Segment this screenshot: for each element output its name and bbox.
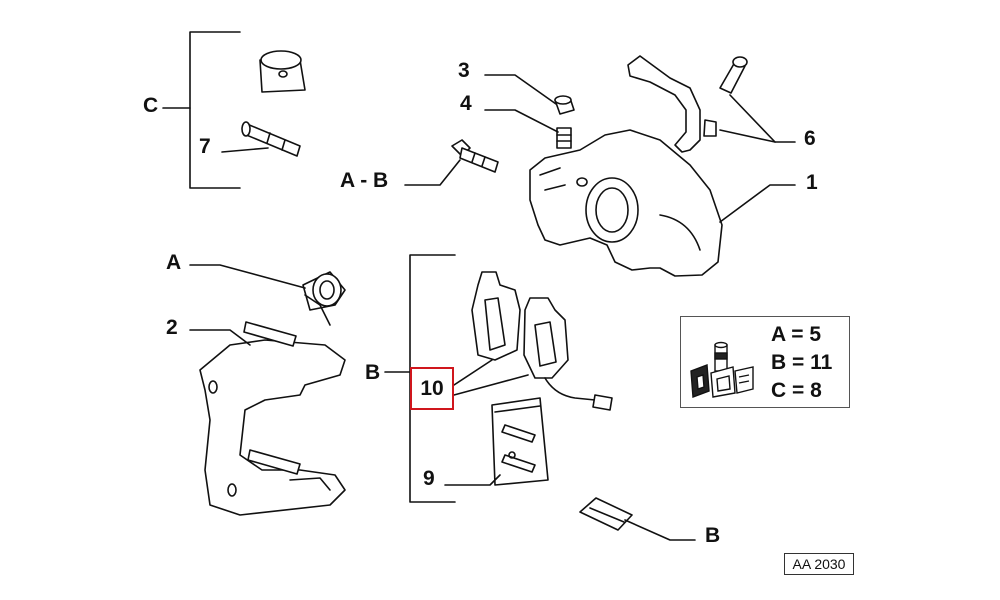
leader-10a bbox=[453, 359, 493, 386]
legend-c: C = 8 bbox=[771, 379, 822, 402]
label-a-b: A - B bbox=[340, 169, 389, 192]
bracket-6-part bbox=[627, 55, 748, 153]
label-4: 4 bbox=[460, 92, 472, 115]
bushing-part bbox=[259, 50, 306, 93]
label-3: 3 bbox=[458, 59, 470, 82]
stud-4-part bbox=[556, 127, 572, 149]
label-10: 10 bbox=[420, 376, 444, 400]
bolt-ab-part bbox=[451, 139, 499, 173]
label-2: 2 bbox=[166, 316, 178, 339]
leader-b-clip bbox=[624, 519, 696, 541]
bolt-7-part bbox=[241, 121, 301, 157]
nut-3-part bbox=[554, 95, 575, 115]
legend-b: B = 11 bbox=[771, 351, 833, 374]
leader-2 bbox=[189, 329, 251, 346]
caliper-1-part bbox=[529, 129, 723, 277]
label-1: 1 bbox=[806, 171, 818, 194]
leader-6b bbox=[729, 94, 776, 143]
highlighted-part-10: 10 bbox=[410, 367, 454, 410]
leader-1 bbox=[719, 184, 796, 223]
reference-code: AA 2030 bbox=[784, 553, 854, 575]
carrier-2-part bbox=[199, 321, 346, 516]
leader-10b bbox=[453, 374, 529, 396]
clip-b-part bbox=[579, 497, 633, 531]
seal-a-part bbox=[302, 271, 346, 311]
leader-9 bbox=[444, 474, 501, 486]
label-6: 6 bbox=[804, 127, 816, 150]
leader-3 bbox=[484, 74, 557, 105]
leader-a bbox=[189, 264, 306, 289]
kit-bag-9-part bbox=[491, 397, 549, 486]
leader-7 bbox=[221, 147, 269, 153]
brake-pads-part bbox=[471, 271, 613, 411]
label-b-clip: B bbox=[705, 524, 721, 547]
label-c: C bbox=[143, 94, 159, 117]
label-7: 7 bbox=[199, 135, 211, 158]
tools-icon bbox=[690, 341, 754, 398]
label-9: 9 bbox=[423, 467, 435, 490]
legend-a: A = 5 bbox=[771, 323, 821, 346]
quantity-legend: A = 5 B = 11 C = 8 bbox=[680, 316, 850, 408]
bracket-c bbox=[189, 31, 241, 189]
label-a: A bbox=[166, 251, 182, 274]
leader-ab bbox=[404, 159, 461, 186]
leader-4 bbox=[484, 109, 559, 133]
leader-a-pin bbox=[304, 294, 331, 326]
leader-6 bbox=[719, 129, 796, 143]
label-b-group: B bbox=[365, 361, 381, 384]
